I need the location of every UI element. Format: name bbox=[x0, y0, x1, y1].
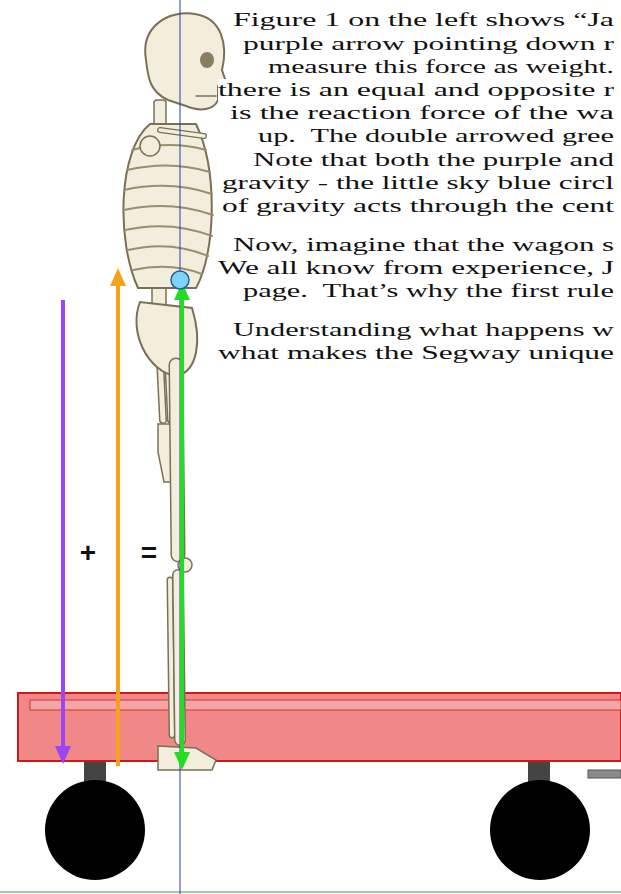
paragraph-line: what makes the Segway unique bbox=[218, 342, 614, 364]
skeleton bbox=[123, 13, 226, 770]
paragraph-line: measure this force as weight. bbox=[268, 56, 614, 78]
foot bbox=[158, 746, 216, 770]
wagon-handle bbox=[588, 770, 621, 778]
rib-line bbox=[128, 246, 208, 256]
fibula bbox=[170, 580, 172, 735]
teeth bbox=[196, 95, 216, 97]
wheel bbox=[45, 780, 145, 880]
wheel bbox=[490, 780, 590, 880]
pelvis bbox=[136, 302, 197, 376]
paragraph-line: gravity - the little sky blue circl bbox=[222, 172, 614, 194]
arrowhead bbox=[174, 752, 190, 770]
wheel-support bbox=[528, 760, 550, 782]
paragraph-line: Note that both the purple and bbox=[253, 149, 614, 171]
paragraph-line: is the reaction force of the wa bbox=[230, 102, 614, 124]
ground-line bbox=[0, 891, 621, 893]
skull bbox=[145, 13, 226, 109]
rib-line bbox=[133, 267, 202, 274]
rib-line bbox=[127, 165, 210, 172]
fibula-outline bbox=[170, 580, 172, 735]
paragraph-line: We all know from experience, J bbox=[218, 257, 614, 279]
paragraph-line: up. The double arrowed gree bbox=[258, 125, 614, 147]
weight-arrow bbox=[61, 300, 65, 748]
paragraph-line: page. That’s why the first rule bbox=[243, 280, 614, 302]
equation-symbol: + bbox=[78, 538, 98, 568]
ribs bbox=[124, 145, 213, 274]
femur-outline bbox=[176, 365, 178, 555]
centre-of-gravity bbox=[171, 271, 189, 289]
rib-line bbox=[124, 186, 212, 194]
paragraph-line: Understanding what happens w bbox=[233, 319, 614, 341]
rib-line bbox=[125, 226, 212, 236]
clavicle bbox=[160, 130, 204, 136]
force-arrows bbox=[55, 268, 190, 770]
wagon-bed bbox=[18, 693, 621, 761]
arrowhead bbox=[55, 746, 71, 764]
paragraph-line: Figure 1 on the left shows “Ja bbox=[233, 9, 614, 31]
net-force-arrow bbox=[180, 298, 184, 754]
shoulder-joint bbox=[140, 136, 160, 156]
eye-socket bbox=[200, 52, 214, 68]
clavicle-outline bbox=[160, 130, 204, 136]
femur bbox=[176, 365, 178, 555]
rib-line bbox=[124, 206, 213, 215]
wheel-support bbox=[84, 760, 106, 782]
wagon bbox=[18, 693, 621, 880]
paragraph-line: purple arrow pointing down r bbox=[243, 33, 614, 55]
reaction-arrow bbox=[116, 284, 120, 766]
paragraph-line: there is an equal and opposite r bbox=[218, 79, 614, 101]
arrowhead bbox=[110, 268, 126, 286]
paragraph-line: Now, imagine that the wagon s bbox=[233, 234, 614, 256]
paragraph-line: of gravity acts through the cent bbox=[222, 195, 614, 217]
equation-symbol: = bbox=[139, 538, 159, 568]
